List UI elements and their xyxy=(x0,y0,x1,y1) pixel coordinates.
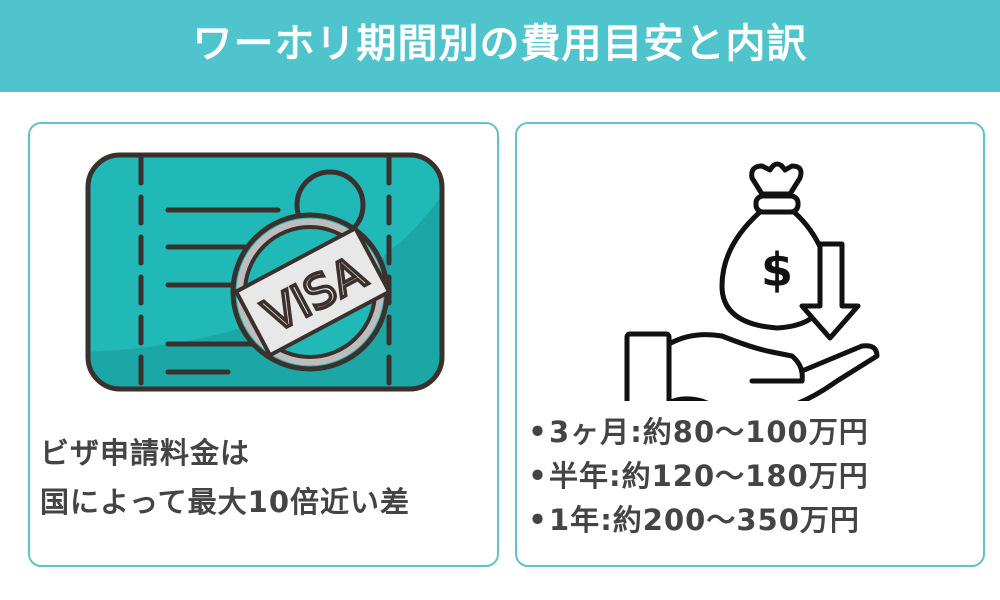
page-title: ワーホリ期間別の費用目安と内訳 xyxy=(192,21,808,67)
cost-value: 約200〜350万円 xyxy=(612,503,860,537)
svg-text:$: $ xyxy=(761,243,793,297)
visa-fee-card: VISA ビザ申請料金は 国によって最大10倍近い差 xyxy=(28,122,499,567)
visa-fee-note: ビザ申請料金は 国によって最大10倍近い差 xyxy=(40,429,487,527)
period-label: 3ヶ月 xyxy=(549,415,631,449)
cost-estimate-card: $ • 3ヶ月 : 約80〜100万円 • 半年 : 約120〜180万円 • … xyxy=(515,122,985,567)
visa-card-stamp-icon: VISA xyxy=(85,152,445,392)
separator: : xyxy=(600,503,613,537)
separator: : xyxy=(609,459,622,493)
header-banner: ワーホリ期間別の費用目安と内訳 xyxy=(0,0,1000,92)
bullet: • xyxy=(528,415,548,449)
separator: : xyxy=(630,415,643,449)
visa-fee-line-2: 国によって最大10倍近い差 xyxy=(40,485,411,519)
cost-item-3-months: • 3ヶ月 : 約80〜100万円 xyxy=(527,410,975,454)
cost-value: 約120〜180万円 xyxy=(621,459,869,493)
cost-value: 約80〜100万円 xyxy=(642,415,869,449)
period-label: 半年 xyxy=(549,459,610,493)
bullet: • xyxy=(528,459,548,493)
cost-item-1-year: • 1年 : 約200〜350万円 xyxy=(527,498,975,542)
period-label: 1年 xyxy=(549,503,601,537)
bullet: • xyxy=(528,503,548,537)
visa-fee-line-1: ビザ申請料金は xyxy=(40,436,251,470)
cost-estimate-list: • 3ヶ月 : 約80〜100万円 • 半年 : 約120〜180万円 • 1年… xyxy=(527,410,975,542)
hand-money-bag-down-arrow-icon: $ xyxy=(624,161,880,401)
cost-item-half-year: • 半年 : 約120〜180万円 xyxy=(527,454,975,498)
